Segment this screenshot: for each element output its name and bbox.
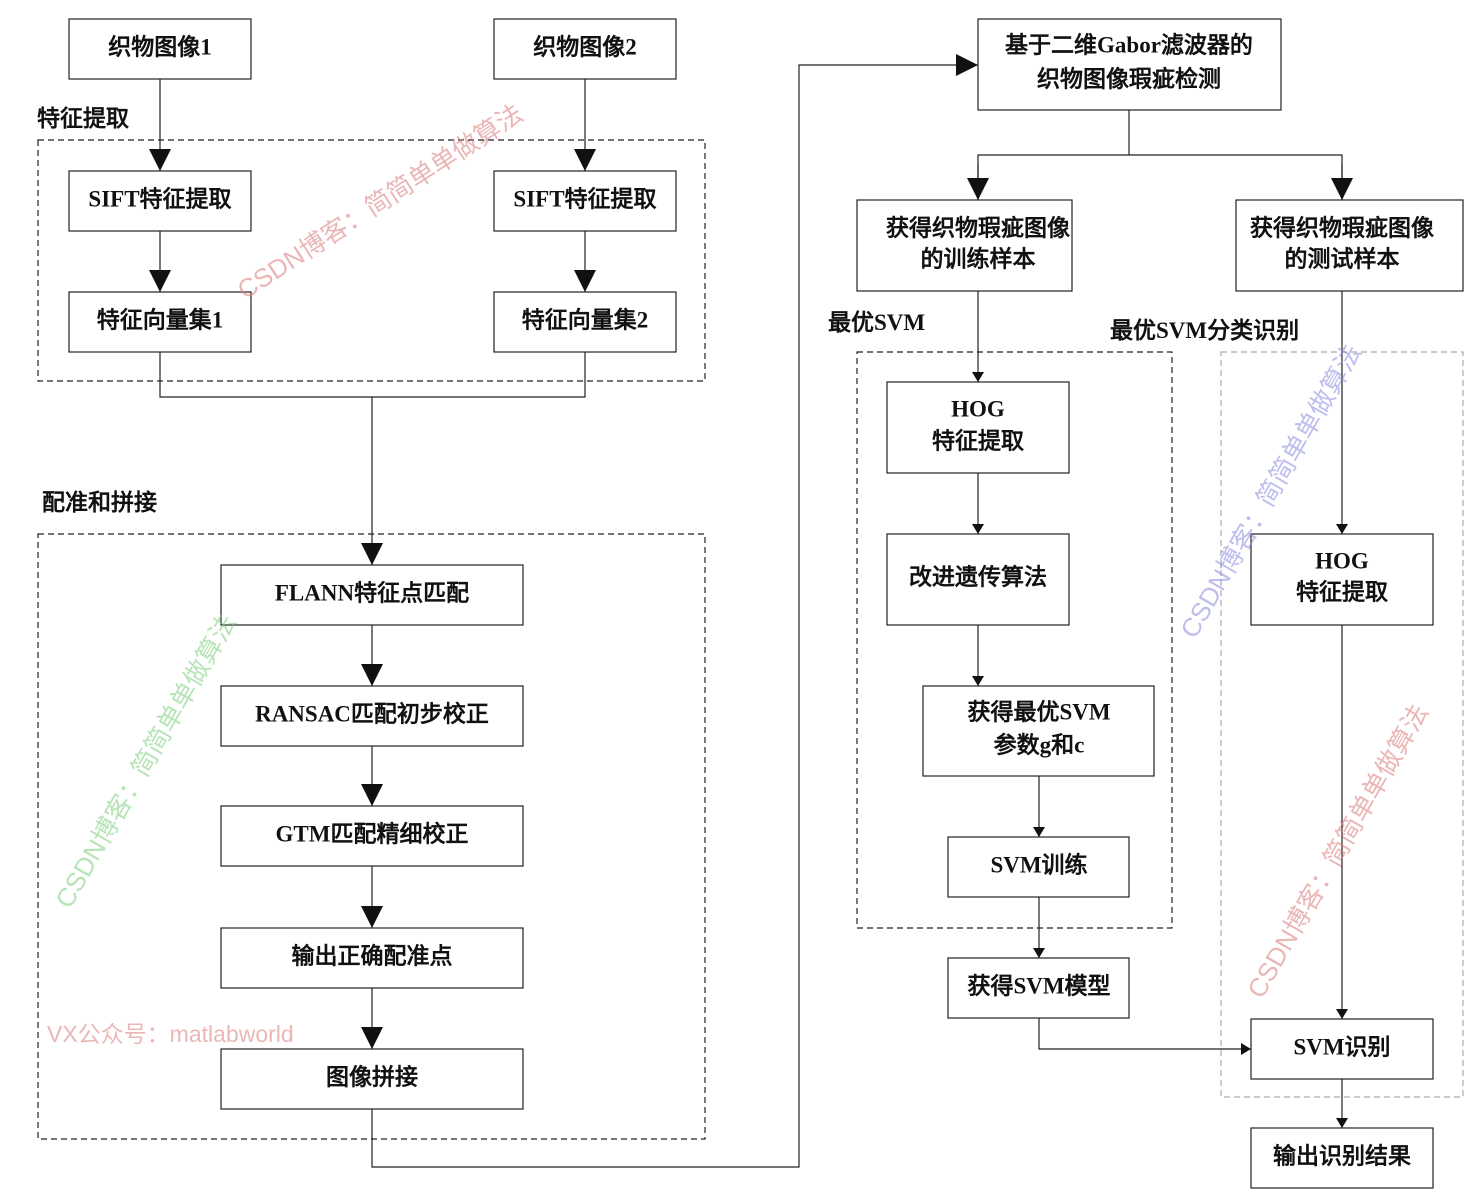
- svg-text:获得织物瑕疵图像: 获得织物瑕疵图像: [886, 214, 1071, 240]
- svg-text:的训练样本: 的训练样本: [921, 245, 1036, 271]
- node-fabric-image-1: 织物图像1: [68, 18, 252, 80]
- svg-text:SIFT特征提取: SIFT特征提取: [513, 185, 656, 211]
- svg-text:特征向量集2: 特征向量集2: [522, 306, 649, 332]
- watermark-vx: VX公众号：matlabworld: [47, 1021, 294, 1047]
- feature-extraction-group: [37, 139, 706, 382]
- watermark-csdn: CSDN博客：简简单单做算法: [1241, 699, 1434, 1003]
- optimal-svm-group: [856, 351, 1173, 929]
- group-label-registration: 配准和拼接: [42, 489, 157, 515]
- svg-text:SVM识别: SVM识别: [1293, 1034, 1390, 1059]
- node-hog-train: HOG 特征提取: [886, 381, 1070, 474]
- watermark-csdn: CSDN博客：简简单单做算法: [232, 98, 528, 305]
- svg-text:特征提取: 特征提取: [1296, 578, 1388, 604]
- watermark-csdn: CSDN博客：简简单单做算法: [49, 609, 242, 913]
- node-svm-recognize: SVM识别: [1250, 1018, 1434, 1080]
- svg-text:基于二维Gabor滤波器的: 基于二维Gabor滤波器的: [1005, 31, 1253, 57]
- svg-text:图像拼接: 图像拼接: [326, 1063, 418, 1089]
- node-best-params: 获得最优SVM 参数g和c: [922, 685, 1155, 777]
- node-hog-test: HOG 特征提取: [1250, 533, 1434, 626]
- node-flann: FLANN特征点匹配: [220, 564, 524, 626]
- node-svm-model: 获得SVM模型: [947, 957, 1130, 1019]
- svg-text:特征提取: 特征提取: [932, 427, 1024, 453]
- svg-text:HOG: HOG: [1315, 548, 1369, 573]
- svg-text:改进遗传算法: 改进遗传算法: [909, 563, 1047, 589]
- svg-text:织物图像2: 织物图像2: [533, 33, 637, 59]
- svg-text:FLANN特征点匹配: FLANN特征点匹配: [275, 580, 469, 605]
- connectors: [149, 54, 1353, 1168]
- node-ransac: RANSAC匹配初步校正: [220, 685, 524, 747]
- svg-text:SVM训练: SVM训练: [990, 851, 1087, 877]
- node-genetic-algorithm: 改进遗传算法: [886, 533, 1070, 626]
- group-label-feature-extraction: 特征提取: [37, 105, 129, 131]
- group-label-classification: 最优SVM分类识别: [1110, 318, 1299, 343]
- svg-text:SIFT特征提取: SIFT特征提取: [88, 185, 231, 211]
- svg-text:特征向量集1: 特征向量集1: [97, 306, 224, 332]
- node-feature-set-1: 特征向量集1: [68, 291, 252, 353]
- node-output-result: 输出识别结果: [1250, 1127, 1434, 1189]
- node-feature-set-2: 特征向量集2: [493, 291, 677, 353]
- svg-text:获得织物瑕疵图像: 获得织物瑕疵图像: [1250, 214, 1435, 240]
- svg-text:织物图像1: 织物图像1: [108, 33, 212, 59]
- svg-text:织物图像瑕疵检测: 织物图像瑕疵检测: [1037, 65, 1221, 91]
- svg-text:GTM匹配精细校正: GTM匹配精细校正: [276, 820, 469, 846]
- node-sift-1: SIFT特征提取: [68, 170, 252, 232]
- node-output-points: 输出正确配准点: [220, 927, 524, 989]
- svg-text:参数g和c: 参数g和c: [994, 731, 1085, 757]
- svg-text:输出识别结果: 输出识别结果: [1273, 1142, 1411, 1168]
- svg-text:获得最优SVM: 获得最优SVM: [967, 698, 1110, 724]
- svg-text:输出正确配准点: 输出正确配准点: [292, 942, 453, 968]
- node-svm-train: SVM训练: [947, 836, 1130, 898]
- svg-text:的测试样本: 的测试样本: [1285, 245, 1400, 271]
- node-gtm: GTM匹配精细校正: [220, 805, 524, 867]
- svg-text:获得SVM模型: 获得SVM模型: [967, 972, 1110, 998]
- node-sift-2: SIFT特征提取: [493, 170, 677, 232]
- group-label-optimal-svm: 最优SVM: [828, 310, 925, 335]
- svg-text:HOG: HOG: [951, 396, 1005, 421]
- node-stitching: 图像拼接: [220, 1048, 524, 1110]
- node-fabric-image-2: 织物图像2: [493, 18, 677, 80]
- svg-text:RANSAC匹配初步校正: RANSAC匹配初步校正: [255, 700, 489, 726]
